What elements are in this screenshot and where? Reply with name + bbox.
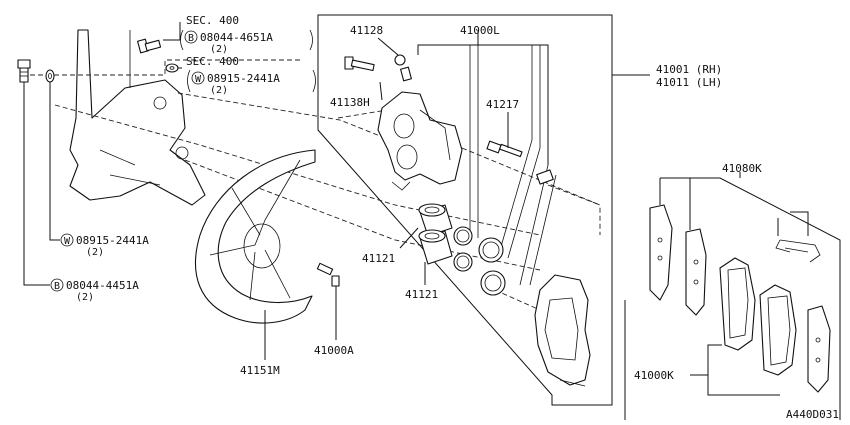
label-41000A: 41000A xyxy=(314,344,354,357)
label-41217: 41217 xyxy=(486,98,519,111)
label-41000K: 41000K xyxy=(634,369,674,382)
washer-left-part xyxy=(45,69,55,83)
label-41080K: 41080K xyxy=(722,162,762,175)
svg-text:W: W xyxy=(195,74,202,85)
label-washer-left-part: 08915-2441A xyxy=(76,234,149,247)
bolt-marker-top: B xyxy=(184,30,198,44)
leader-41138H xyxy=(379,81,383,101)
washer-top-part xyxy=(165,63,179,73)
piston-1-part xyxy=(418,203,453,237)
bolt-41138H-part xyxy=(344,56,375,72)
svg-text:B: B xyxy=(54,281,60,292)
guide-line-7 xyxy=(494,289,541,311)
washer-marker-top: W xyxy=(191,71,205,85)
assembly-outline xyxy=(317,14,613,406)
pin-41217-part xyxy=(486,140,523,158)
bolt-41000A-part xyxy=(316,262,340,287)
leader-clip xyxy=(777,211,809,236)
guide-line-3 xyxy=(177,92,391,141)
paren-bolt-top-close xyxy=(309,29,313,51)
leader-41121-a xyxy=(399,227,419,249)
label-bolt-b-qty: (2) xyxy=(210,44,228,55)
caliper-bracket-part xyxy=(534,274,591,387)
seal-kit-rails xyxy=(469,45,557,286)
washer-marker-left: W xyxy=(60,233,74,247)
pad-inner-part xyxy=(719,257,756,351)
piston-2-part xyxy=(418,229,453,265)
boot-part xyxy=(536,169,554,185)
label-41121-a: 41121 xyxy=(362,252,395,265)
label-washer-left-qty: (2) xyxy=(86,247,104,258)
paren-washer-top xyxy=(187,69,191,93)
leader-41128 xyxy=(377,37,399,56)
label-sec400-b: SEC. 400 xyxy=(186,55,239,68)
shim-3-part xyxy=(807,305,831,393)
guide-line-8 xyxy=(547,184,601,206)
shim-2-part xyxy=(685,228,707,316)
guide-line-1 xyxy=(30,59,300,76)
label-washer-w-qty: (2) xyxy=(210,85,228,96)
label-41000L: 41000L xyxy=(460,24,500,37)
caliper-body-part xyxy=(377,91,463,191)
label-washer-w-part: 08915-2441A xyxy=(207,72,280,85)
label-41138H: 41138H xyxy=(330,96,370,109)
pad-outer-part xyxy=(759,284,797,376)
label-41121-b: 41121 xyxy=(405,288,438,301)
guide-line-2 xyxy=(54,104,541,236)
label-sec400-a: SEC. 400 xyxy=(186,14,239,27)
clip-part xyxy=(775,239,821,263)
label-bolt-left-qty: (2) xyxy=(76,292,94,303)
shim-1-part xyxy=(649,204,673,301)
label-41151M: 41151M xyxy=(240,364,280,377)
label-41011: 41011 (LH) xyxy=(656,76,722,89)
label-41001: 41001 (RH) xyxy=(656,63,722,76)
label-bolt-b-part: 08044-4651A xyxy=(200,31,273,44)
dust-shield-part xyxy=(194,149,316,324)
seal-rings-part xyxy=(453,226,506,296)
leader-bolt-top xyxy=(163,22,181,41)
leader-bolt-left xyxy=(23,82,50,286)
paren-washer-top-close xyxy=(312,69,316,93)
bleeder-41128-part xyxy=(394,54,412,82)
bolt-marker-left: B xyxy=(50,278,64,292)
leader-washer-left xyxy=(49,82,60,241)
guide-line-6 xyxy=(461,147,601,235)
paren-bolt-top xyxy=(180,29,184,51)
label-41128: 41128 xyxy=(350,24,383,37)
leader-41000K xyxy=(690,344,780,396)
svg-text:B: B xyxy=(188,33,194,44)
bolt-left-part xyxy=(17,59,31,83)
leader-41000L xyxy=(417,44,549,165)
knuckle-part xyxy=(69,29,206,206)
drawing-code: A440D031 xyxy=(786,408,839,421)
svg-text:W: W xyxy=(64,236,71,247)
bolt-top-part xyxy=(137,38,162,54)
label-bolt-left-part: 08044-4451A xyxy=(66,279,139,292)
